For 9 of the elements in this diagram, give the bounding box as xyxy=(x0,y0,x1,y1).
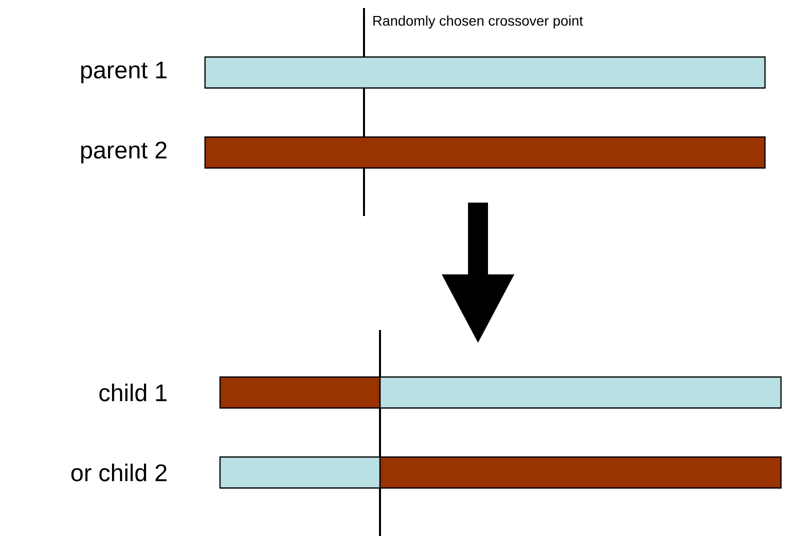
bar-label: parent 2 xyxy=(81,142,166,164)
chromosome-bar xyxy=(219,456,782,489)
chromosome-bar xyxy=(204,56,766,89)
bar-label: child 1 xyxy=(99,384,167,402)
crossover-label: Randomly chosen crossover point xyxy=(373,15,583,29)
chromosome-bar xyxy=(219,376,782,409)
chromosome-bar xyxy=(204,136,766,169)
bar-label: parent 1 xyxy=(81,62,167,84)
bar-label: or child 2 xyxy=(71,464,166,482)
